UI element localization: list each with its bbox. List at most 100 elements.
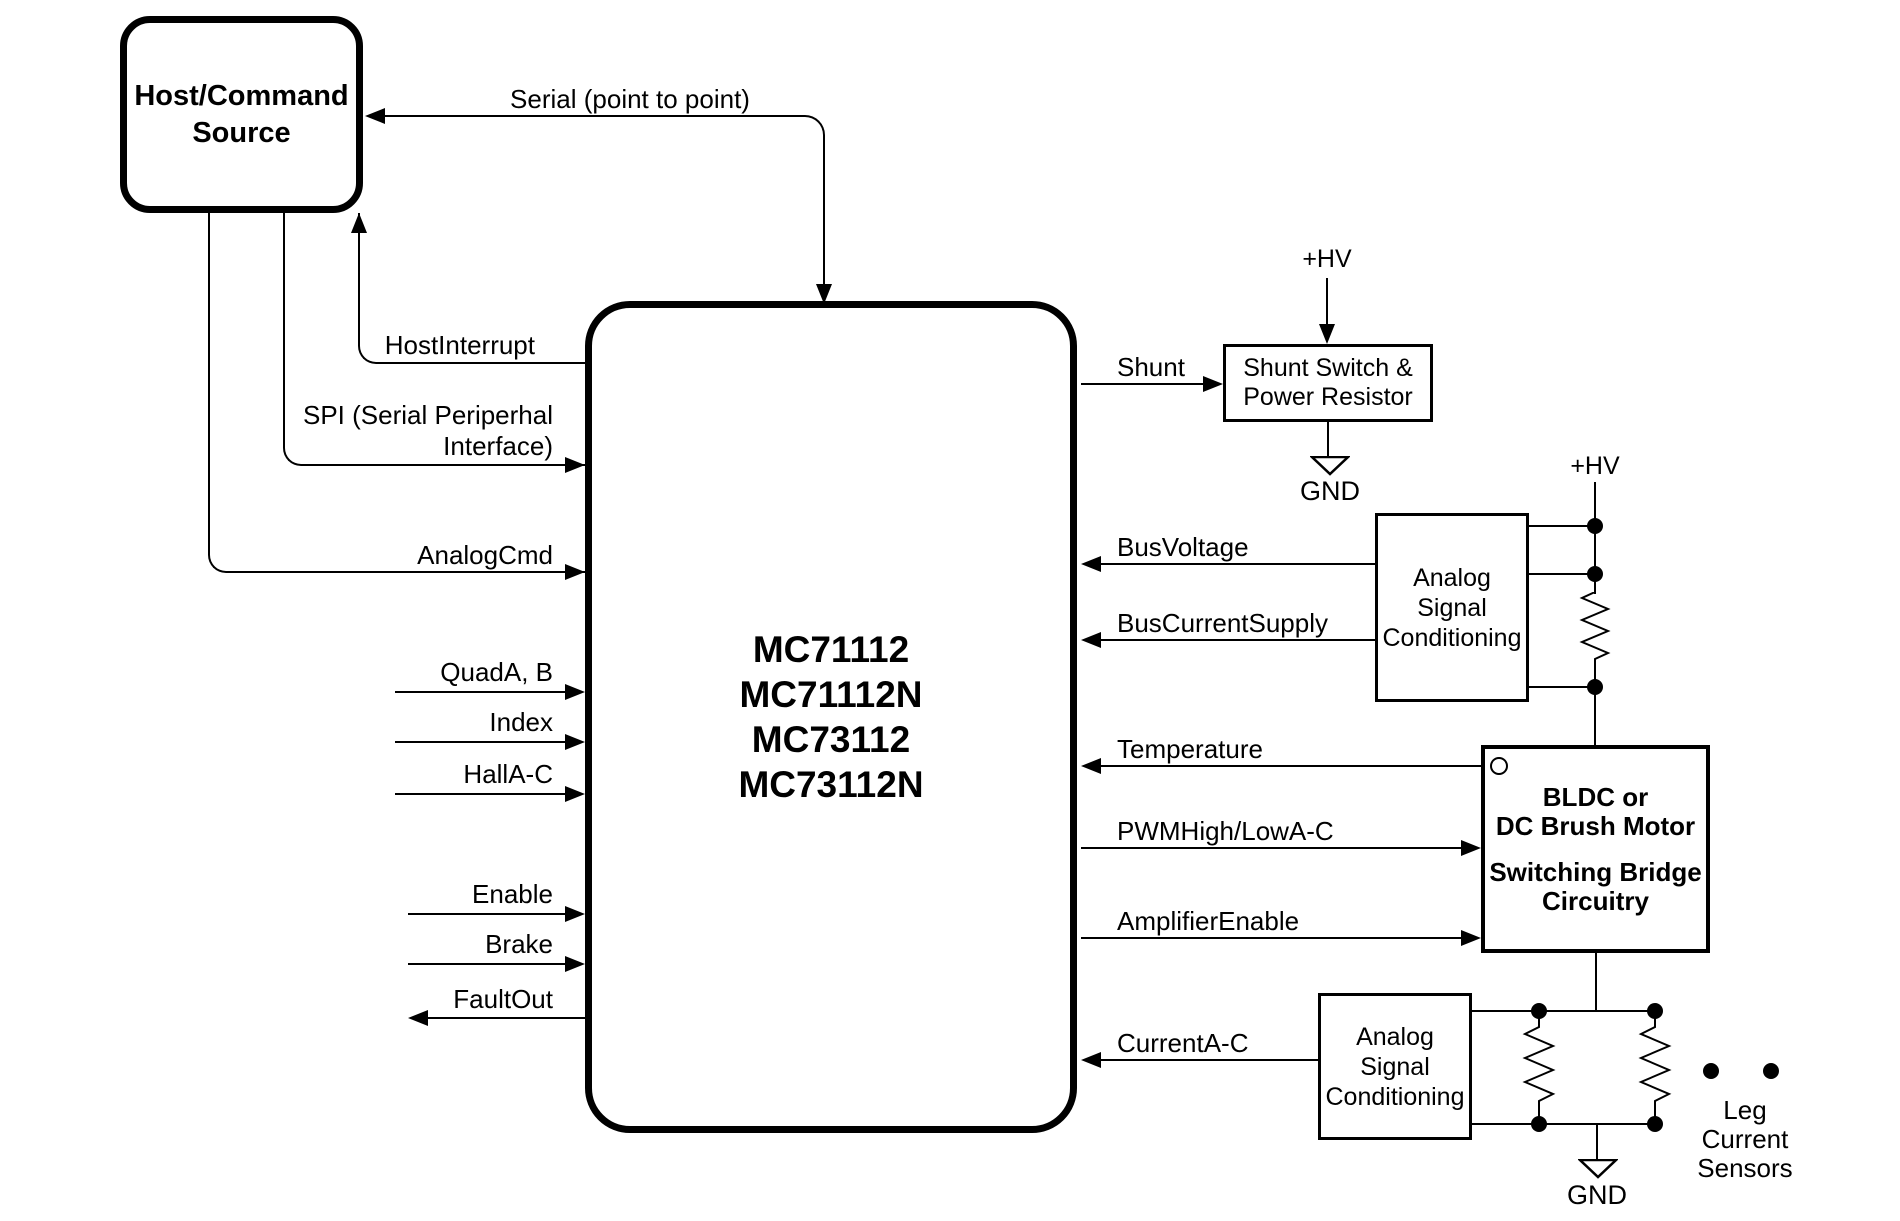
asc-top-line3: Conditioning (1382, 623, 1522, 652)
sense-junction-dot-bottom-right (1647, 1116, 1663, 1132)
hv-rail-junction-dot-2 (1587, 566, 1603, 582)
motor-switching-bridge-box: BLDC or DC Brush Motor Switching Bridge … (1481, 745, 1710, 953)
motion-controller-chip-box: MC71112 MC71112N MC73112 MC73112N (585, 301, 1077, 1133)
gnd-shunt-label: GND (1300, 476, 1360, 506)
gnd-shunt-stub (1327, 422, 1329, 456)
motor-box-line3: Switching Bridge (1489, 856, 1702, 887)
quad-arrowhead (565, 684, 585, 700)
enable-arrowhead (565, 906, 585, 922)
gnd-bridge-symbol (1578, 1159, 1618, 1179)
shunt-box-line2: Power Resistor (1243, 383, 1413, 411)
chip-model-1: MC71112 (752, 629, 910, 670)
chip-model-2: MC71112N (739, 674, 923, 715)
sense-bottom-bus (1472, 1123, 1658, 1125)
hv-rail-junction-dot-1 (1587, 518, 1603, 534)
serial-arrowhead-to-chip (816, 284, 832, 304)
motor-box-line2: DC Brush Motor (1495, 810, 1696, 841)
leg-sensor-dot-2 (1763, 1063, 1779, 1079)
hv-shunt-wire (1326, 278, 1328, 324)
sense-junction-dot-top-right (1647, 1003, 1663, 1019)
shunt-arrowhead (1203, 376, 1223, 392)
leg-sensors-label: Leg Current Sensors (1655, 1096, 1835, 1183)
leg-sensor-dot-1 (1703, 1063, 1719, 1079)
enable-wire (408, 913, 565, 915)
motor-box-line4: Circuitry (1542, 885, 1649, 916)
temperature-arrowhead (1081, 758, 1101, 774)
sense-resistor-left (1522, 1011, 1556, 1124)
pwm-wire (1081, 847, 1461, 849)
current-wire (1101, 1059, 1318, 1061)
shunt-switch-box: Shunt Switch & Power Resistor (1223, 344, 1433, 422)
fault-out-wire (428, 1017, 585, 1019)
host-interrupt-label: HostInterrupt (384, 330, 535, 360)
motor-to-bus-wire (1595, 953, 1597, 1011)
enable-label: Enable (472, 879, 553, 909)
motor-box-line1: BLDC or (1542, 781, 1649, 812)
leg-sensors-label-line1: Leg (1723, 1095, 1767, 1125)
shunt-box-line1: Shunt Switch & (1243, 354, 1413, 382)
amplifier-enable-arrowhead (1461, 930, 1481, 946)
hall-arrowhead (565, 786, 585, 802)
brake-wire (408, 963, 565, 965)
analog-cmd-label: AnalogCmd (417, 540, 553, 570)
analog-cmd-wire (208, 213, 585, 573)
host-command-source-box: Host/Command Source (120, 16, 363, 213)
hv-rail-seg2 (1594, 526, 1596, 574)
bus-voltage-wire (1101, 563, 1375, 565)
current-arrowhead (1081, 1052, 1101, 1068)
spi-label-line2: Interface) (443, 431, 553, 461)
brake-label: Brake (485, 929, 553, 959)
spi-label: SPI (Serial Periperhal Interface) (303, 400, 553, 462)
asc-top-line2: Signal (1417, 593, 1487, 622)
bus-current-arrowhead (1081, 632, 1101, 648)
sense-junction-dot-top-left (1531, 1003, 1547, 1019)
spi-wire (283, 213, 585, 466)
asc-bottom-line3: Conditioning (1325, 1082, 1465, 1111)
leg-sensors-label-line2: Current (1701, 1124, 1789, 1154)
gnd-bridge-label: GND (1567, 1180, 1627, 1210)
host-box-title-line2: Source (192, 116, 291, 149)
pwm-arrowhead (1461, 840, 1481, 856)
shunt-wire (1081, 383, 1203, 385)
hall-label: HallA-C (463, 759, 553, 789)
hv-rail-seg4 (1594, 668, 1596, 687)
hv-shunt-label: +HV (1302, 245, 1352, 273)
fault-out-arrowhead (408, 1010, 428, 1026)
hv-bridge-label: +HV (1570, 452, 1620, 480)
asc-bottom-line2: Signal (1360, 1052, 1430, 1081)
hv-rail-seg1 (1594, 482, 1596, 526)
temperature-sense-circle (1490, 757, 1508, 775)
gnd-shunt-symbol (1310, 456, 1350, 476)
analog-signal-conditioning-bottom-box: Analog Signal Conditioning (1318, 993, 1472, 1140)
asc-top-stub1 (1529, 525, 1595, 527)
sense-resistor-right (1638, 1011, 1672, 1124)
amplifier-enable-wire (1081, 937, 1461, 939)
hv-rail-seg5 (1594, 687, 1596, 745)
pwm-label: PWMHigh/LowA-C (1117, 816, 1334, 846)
temperature-label: Temperature (1117, 734, 1263, 764)
index-arrowhead (565, 734, 585, 750)
asc-bottom-line1: Analog (1356, 1022, 1434, 1051)
brake-arrowhead (565, 956, 585, 972)
serial-arrowhead-to-host (365, 108, 385, 124)
shunt-label: Shunt (1117, 352, 1185, 382)
asc-top-line1: Analog (1413, 563, 1491, 592)
bus-voltage-arrowhead (1081, 556, 1101, 572)
bus-voltage-label: BusVoltage (1117, 532, 1249, 562)
quad-wire (395, 691, 565, 693)
quad-label: QuadA, B (440, 657, 553, 687)
current-label: CurrentA-C (1117, 1028, 1249, 1058)
spi-label-line1: SPI (Serial Periperhal (303, 400, 553, 430)
asc-top-stub2 (1529, 573, 1595, 575)
serial-label: Serial (point to point) (510, 84, 750, 114)
analog-signal-conditioning-top-box: Analog Signal Conditioning (1375, 513, 1529, 702)
bus-current-wire (1101, 639, 1375, 641)
hv-rail-resistor (1579, 592, 1611, 670)
host-interrupt-arrowhead (351, 213, 367, 233)
bus-current-label: BusCurrentSupply (1117, 608, 1328, 638)
chip-model-4: MC73112N (738, 764, 924, 805)
sense-junction-dot-bottom-left (1531, 1116, 1547, 1132)
index-label: Index (489, 707, 553, 737)
spi-arrowhead (565, 457, 585, 473)
